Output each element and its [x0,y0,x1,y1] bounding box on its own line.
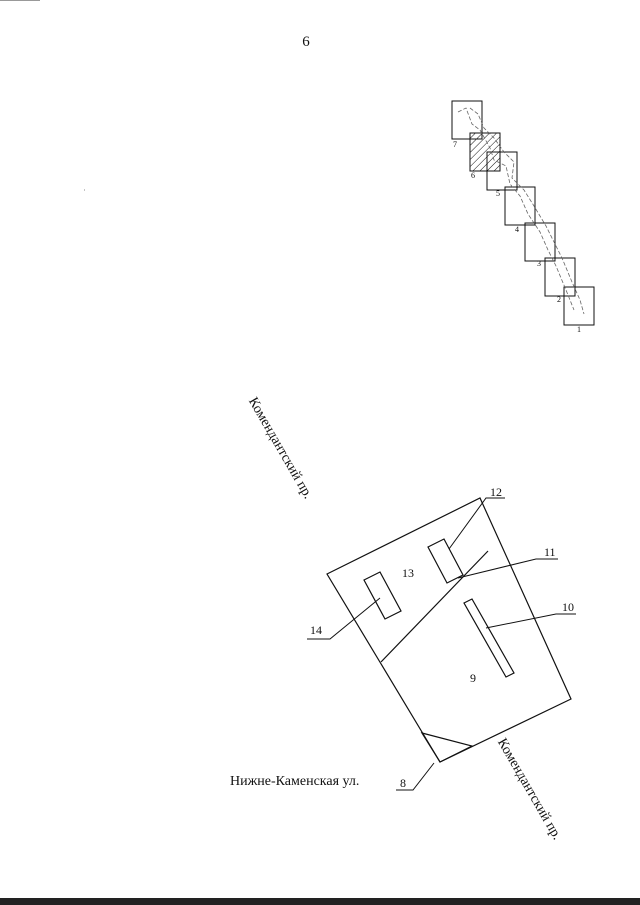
site-outline [326,497,572,763]
corner-triangle-8 [420,732,474,763]
plan-label-9: 9 [470,671,476,685]
plan-label-8: 8 [400,776,406,790]
zone-divider [380,550,489,663]
dashed-band-left-edge [457,107,575,311]
street-label-nizhne-kamenskaya: Нижне-Каменская ул. [230,774,360,789]
strip-label-6: 6 [471,171,475,180]
plan-label-10: 10 [562,600,574,614]
leader-14 [307,597,381,640]
parcel-strip [451,100,595,326]
top-edge-mark [0,0,40,1]
building-10 [463,598,515,678]
plan-label-13: 13 [402,566,414,580]
bottom-scan-edge [0,898,640,905]
plan-label-14: 14 [310,623,322,637]
building-14 [363,571,402,620]
strip-label-7: 7 [453,140,457,149]
site-plan [326,497,572,763]
strip-square-1 [563,286,595,326]
strip-label-2: 2 [557,295,561,304]
strip-label-1: 1 [577,325,581,334]
dashed-band-right-edge [469,107,585,315]
strip-label-3: 3 [537,259,541,268]
plan-label-12: 12 [490,485,502,499]
page-number: 6 [302,34,310,50]
strip-square-7 [451,100,483,140]
plan-label-11: 11 [544,545,556,559]
strip-square-5 [486,151,518,191]
strip-square-3 [524,222,556,262]
strip-label-4: 4 [515,225,519,234]
leader-lines [307,497,576,791]
leader-12 [448,497,505,550]
strip-square-4 [504,186,536,226]
strip-label-5: 5 [496,189,500,198]
leader-11 [457,558,558,579]
leader-8 [396,762,435,791]
dashed-band [457,107,585,315]
leader-10 [485,613,576,629]
strip-square-2 [544,257,576,297]
building-12 [427,538,464,584]
